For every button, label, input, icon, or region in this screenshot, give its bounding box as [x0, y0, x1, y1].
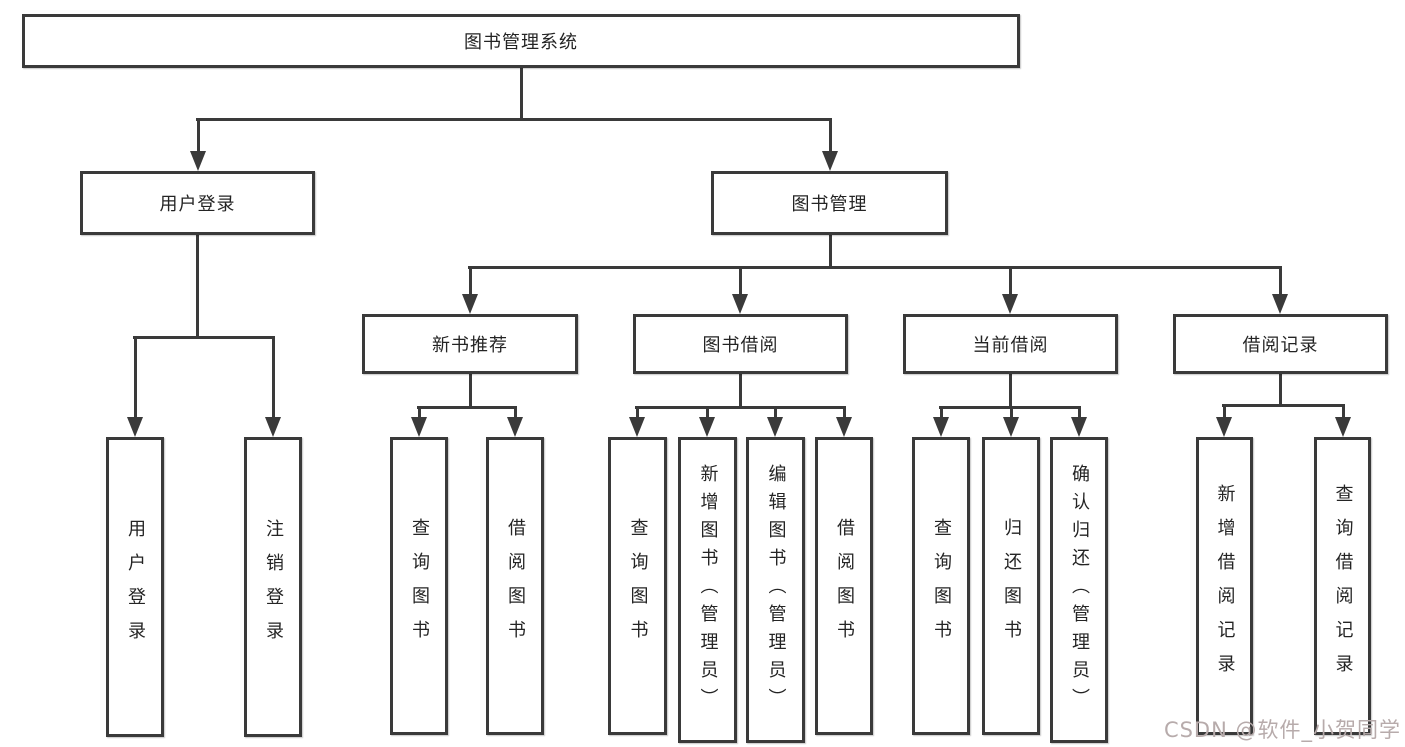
arrow-down-icon	[767, 417, 783, 437]
leaf-user-login: 用户登录	[106, 437, 164, 737]
connector-stem	[519, 68, 523, 121]
leaf-bb-borrow-books: 借阅图书	[815, 437, 873, 735]
node-borrow-records: 借阅记录	[1173, 314, 1388, 374]
connector-drop	[939, 406, 943, 423]
connector-drop	[133, 336, 137, 423]
connector-drop	[271, 336, 275, 423]
arrow-down-icon	[699, 417, 715, 437]
arrow-down-icon	[1003, 417, 1019, 437]
connector-rail	[1222, 404, 1345, 407]
arrow-down-icon	[1002, 294, 1018, 314]
connector-drop	[1341, 404, 1345, 423]
connector-rail	[635, 406, 846, 409]
leaf-cb-confirm-return-admin: 确认归还（管理员）	[1050, 437, 1108, 743]
node-new-book-rec: 新书推荐	[362, 314, 578, 374]
node-borrow-records-label: 借阅记录	[1242, 335, 1319, 356]
arrow-down-icon	[732, 294, 748, 314]
node-book-mgmt-label: 图书管理	[791, 194, 868, 215]
leaf-cb-return-books: 归还图书	[982, 437, 1040, 735]
node-new-book-rec-label: 新书推荐	[432, 335, 508, 356]
leaf-cb-query-books: 查询图书	[912, 437, 970, 735]
connector-rail	[417, 406, 517, 409]
connector-drop	[635, 406, 639, 423]
connector-drop	[1008, 266, 1012, 300]
leaf-bb-query-books: 查询图书	[608, 437, 667, 735]
connector-drop	[1222, 404, 1226, 423]
node-book-borrowing-label: 图书借阅	[702, 335, 779, 356]
connector-stem	[1278, 374, 1282, 407]
node-book-borrowing: 图书借阅	[633, 314, 848, 374]
connector-drop	[468, 266, 472, 300]
arrow-down-icon	[507, 417, 523, 437]
connector-rail	[468, 266, 1282, 269]
connector-rail	[133, 336, 275, 339]
arrow-down-icon	[411, 417, 427, 437]
connector-drop	[1009, 406, 1013, 423]
connector-stem	[468, 374, 472, 409]
leaf-rec-query-books: 查询图书	[390, 437, 448, 735]
arrow-down-icon	[836, 417, 852, 437]
connector-stem	[1008, 374, 1012, 409]
arrow-down-icon	[1216, 417, 1232, 437]
connector-stem	[828, 235, 832, 269]
leaf-bb-add-books-admin: 新增图书（管理员）	[678, 437, 737, 743]
connector-drop	[842, 406, 846, 423]
connector-stem	[195, 235, 199, 339]
arrow-down-icon	[1071, 417, 1087, 437]
connector-stem	[738, 374, 742, 409]
connector-drop	[705, 406, 709, 423]
node-current-borrowing-label: 当前借阅	[972, 335, 1049, 356]
node-user-login: 用户登录	[80, 171, 315, 235]
node-user-login-label: 用户登录	[159, 194, 236, 215]
node-root-label: 图书管理系统	[464, 32, 578, 53]
arrow-down-icon	[1335, 417, 1351, 437]
arrow-down-icon	[127, 417, 143, 437]
arrow-down-icon	[933, 417, 949, 437]
connector-drop	[513, 406, 517, 423]
connector-drop	[828, 118, 832, 157]
arrow-down-icon	[190, 151, 206, 171]
node-root: 图书管理系统	[22, 14, 1020, 68]
node-current-borrowing: 当前借阅	[903, 314, 1118, 374]
arrow-down-icon	[265, 417, 281, 437]
connector-drop	[773, 406, 777, 423]
arrow-down-icon	[822, 151, 838, 171]
connector-drop	[1278, 266, 1282, 300]
leaf-rec-borrow-books: 借阅图书	[486, 437, 544, 735]
csdn-watermark: CSDN @软件_小贺同学	[1163, 718, 1401, 742]
leaf-br-query-record: 查询借阅记录	[1314, 437, 1371, 735]
arrow-down-icon	[629, 417, 645, 437]
leaf-br-add-record: 新增借阅记录	[1196, 437, 1253, 735]
connector-rail	[196, 118, 832, 121]
connector-drop	[738, 266, 742, 300]
leaf-logout: 注销登录	[244, 437, 302, 737]
arrow-down-icon	[462, 294, 478, 314]
connector-drop	[1077, 406, 1081, 423]
node-book-mgmt: 图书管理	[711, 171, 948, 235]
connector-drop	[417, 406, 421, 423]
connector-drop	[196, 118, 200, 157]
leaf-bb-edit-books-admin: 编辑图书（管理员）	[746, 437, 805, 743]
arrow-down-icon	[1272, 294, 1288, 314]
